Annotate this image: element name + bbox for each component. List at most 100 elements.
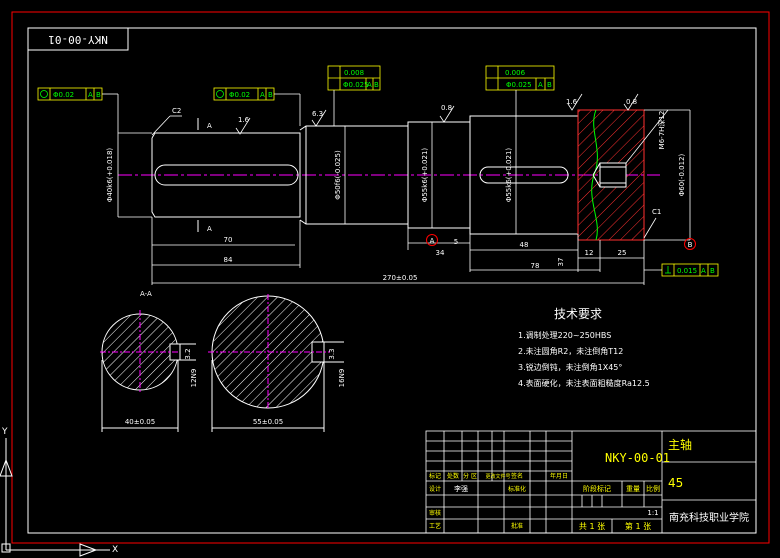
technical-requirements: 技术要求 1.调制处理220~250HBS 2.未注圆角R2，未注倒角T12 3… <box>518 307 650 388</box>
tb-designer: 李强 <box>454 484 468 493</box>
tb-h-qianming: 签名 <box>511 472 523 480</box>
gdt-datum-a-mid: A <box>260 91 265 99</box>
tb-h-gongyi: 工艺 <box>429 522 441 530</box>
chamfer-callouts: C2 C1 <box>151 107 661 239</box>
roughness-2: 6.3 <box>312 110 323 118</box>
gdt-mid-datum-a: A <box>367 81 372 89</box>
tb-h-sheji: 设计 <box>429 485 441 493</box>
section-cut-markers: A A <box>197 118 212 233</box>
gdt-datum-a-left: A <box>88 91 93 99</box>
gdt-mid-datum-b: B <box>374 81 379 89</box>
gdt-right-datum-a: A <box>538 81 543 89</box>
section-b-depth: 3.3 <box>328 348 336 359</box>
gdt-mid-top: 0.008 <box>344 69 364 77</box>
tb-part-name: 主轴 <box>668 437 692 452</box>
gdt-right-bottom: Φ0.025 <box>506 81 532 89</box>
shaft-view <box>118 109 660 241</box>
tech-req-item-1: 1.调制处理220~250HBS <box>518 330 611 340</box>
section-a-depth: 3.2 <box>184 348 192 359</box>
chamfer-c1: C1 <box>652 208 661 216</box>
tb-material: 45 <box>668 476 683 490</box>
dim-84: 84 <box>224 256 233 264</box>
tech-req-item-3: 3.锐边倒钝，未注倒角1X45° <box>518 362 622 372</box>
roughness-marks: 1.6 6.3 0.8 1.6 0.8 <box>235 93 639 135</box>
dimension-texts: 70 84 34 5 48 78 12 25 37 270±0.05 Φ40k6… <box>106 111 686 282</box>
dim-25: 25 <box>618 249 627 257</box>
section-label: A-A <box>140 290 152 298</box>
sheet-inner-frame <box>27 27 757 534</box>
gdt-right-top: 0.006 <box>505 69 526 77</box>
title-block-texts: NKY-00-01 主轴 45 南充科技职业学院 1:1 共 1 张 第 1 张… <box>429 437 749 531</box>
tb-h-zhongliang: 重量 <box>626 485 640 493</box>
tech-req-item-4: 4.表面硬化，未注表面粗糙度Ra12.5 <box>518 378 650 388</box>
dim-48: 48 <box>520 241 529 249</box>
tb-sheet-total: 共 1 张 <box>579 522 605 531</box>
datum-a-label: A <box>430 237 435 245</box>
section-views: A-A <box>100 290 344 432</box>
dim-78: 78 <box>531 262 540 270</box>
datum-markers: A B <box>426 234 696 250</box>
tb-drawing-code: NKY-00-01 <box>605 451 670 465</box>
tb-h-shenhe: 审核 <box>429 509 441 517</box>
roughness-1: 1.6 <box>238 116 250 124</box>
dim-dia-d: Φ55k6(+0.021) <box>505 148 513 203</box>
section-b-width: 55±0.05 <box>253 418 283 426</box>
tb-h-chushu: 处数 <box>447 472 459 480</box>
section-b-keywidth: 16N9 <box>338 369 346 388</box>
dim-total: 270±0.05 <box>383 274 418 282</box>
section-a-width: 40±0.05 <box>125 418 155 426</box>
ucs-y-label: Y <box>1 427 8 437</box>
dim-dia-e: Φ60(-0.012) <box>678 154 686 197</box>
gdt-perp: 0.015 <box>677 267 697 275</box>
dim-5: 5 <box>454 238 458 246</box>
tb-scale: 1:1 <box>647 509 658 517</box>
gdt-runout-left: Φ0.02 <box>53 91 74 99</box>
chamfer-c2: C2 <box>172 107 181 115</box>
sheet-outer-frame <box>11 11 770 544</box>
dim-dia-b: Φ50f6(-0.025) <box>334 150 342 200</box>
roughness-3: 0.8 <box>441 104 452 112</box>
roughness-5: 0.8 <box>626 98 637 106</box>
tb-school: 南充科技职业学院 <box>669 511 749 524</box>
roughness-4: 1.6 <box>566 98 578 106</box>
gdt-perp-datum-a: A <box>701 267 706 275</box>
gdt-datum-b-left: B <box>96 91 101 99</box>
tb-h-biaoji: 标记 <box>429 472 441 480</box>
section-dim-texts: 40±0.05 55±0.05 3.2 3.3 12N9 16N9 <box>125 348 346 426</box>
ucs-icon: Y X <box>0 427 118 557</box>
gdt-frames: Φ0.02 A B Φ0.02 A B 0.008 Φ0.025 A B 0.0… <box>37 65 719 277</box>
tech-req-item-2: 2.未注圆角R2，未注倒角T12 <box>518 346 623 356</box>
tb-h-jieduan: 阶段标记 <box>583 484 611 493</box>
section-a-keywidth: 12N9 <box>190 369 198 388</box>
dim-dia-c: Φ55k6(+0.021) <box>421 148 429 203</box>
cut-label-bottom: A <box>207 225 212 233</box>
dim-37: 37 <box>557 258 565 267</box>
tb-h-pizhun: 批准 <box>511 522 523 530</box>
gdt-datum-b-mid: B <box>268 91 273 99</box>
cut-label-top: A <box>207 122 212 130</box>
ucs-x-label: X <box>112 545 118 555</box>
tb-h-biaozhunhua: 标准化 <box>508 485 526 493</box>
dim-34: 34 <box>436 249 445 257</box>
dim-70: 70 <box>224 236 233 244</box>
datum-b-label: B <box>688 241 693 249</box>
tb-h-nianyueri: 年月日 <box>550 472 568 480</box>
tb-sheet-no: 第 1 张 <box>625 521 651 531</box>
drawing-code-box: NKY-00-01 <box>27 27 129 51</box>
dim-12: 12 <box>585 249 594 257</box>
gdt-runout-mid: Φ0.02 <box>229 91 250 99</box>
gdt-perp-datum-b: B <box>710 267 715 275</box>
tb-h-gengai: 更改文件号 <box>485 473 510 480</box>
dim-dia-a: Φ40k6(+0.018) <box>106 148 114 203</box>
drawing-code-rotated: NKY-00-01 <box>48 33 108 46</box>
tb-h-bili: 比例 <box>646 484 660 493</box>
thread-note: M6-7H深12 <box>657 111 666 150</box>
gdt-mid-bottom: Φ0.025 <box>343 81 369 89</box>
dimension-lines <box>117 109 691 285</box>
tech-req-title: 技术要求 <box>554 307 602 321</box>
tb-h-fenqu: 分 区 <box>463 472 477 480</box>
title-block <box>425 430 757 534</box>
gdt-right-datum-b: B <box>547 81 552 89</box>
